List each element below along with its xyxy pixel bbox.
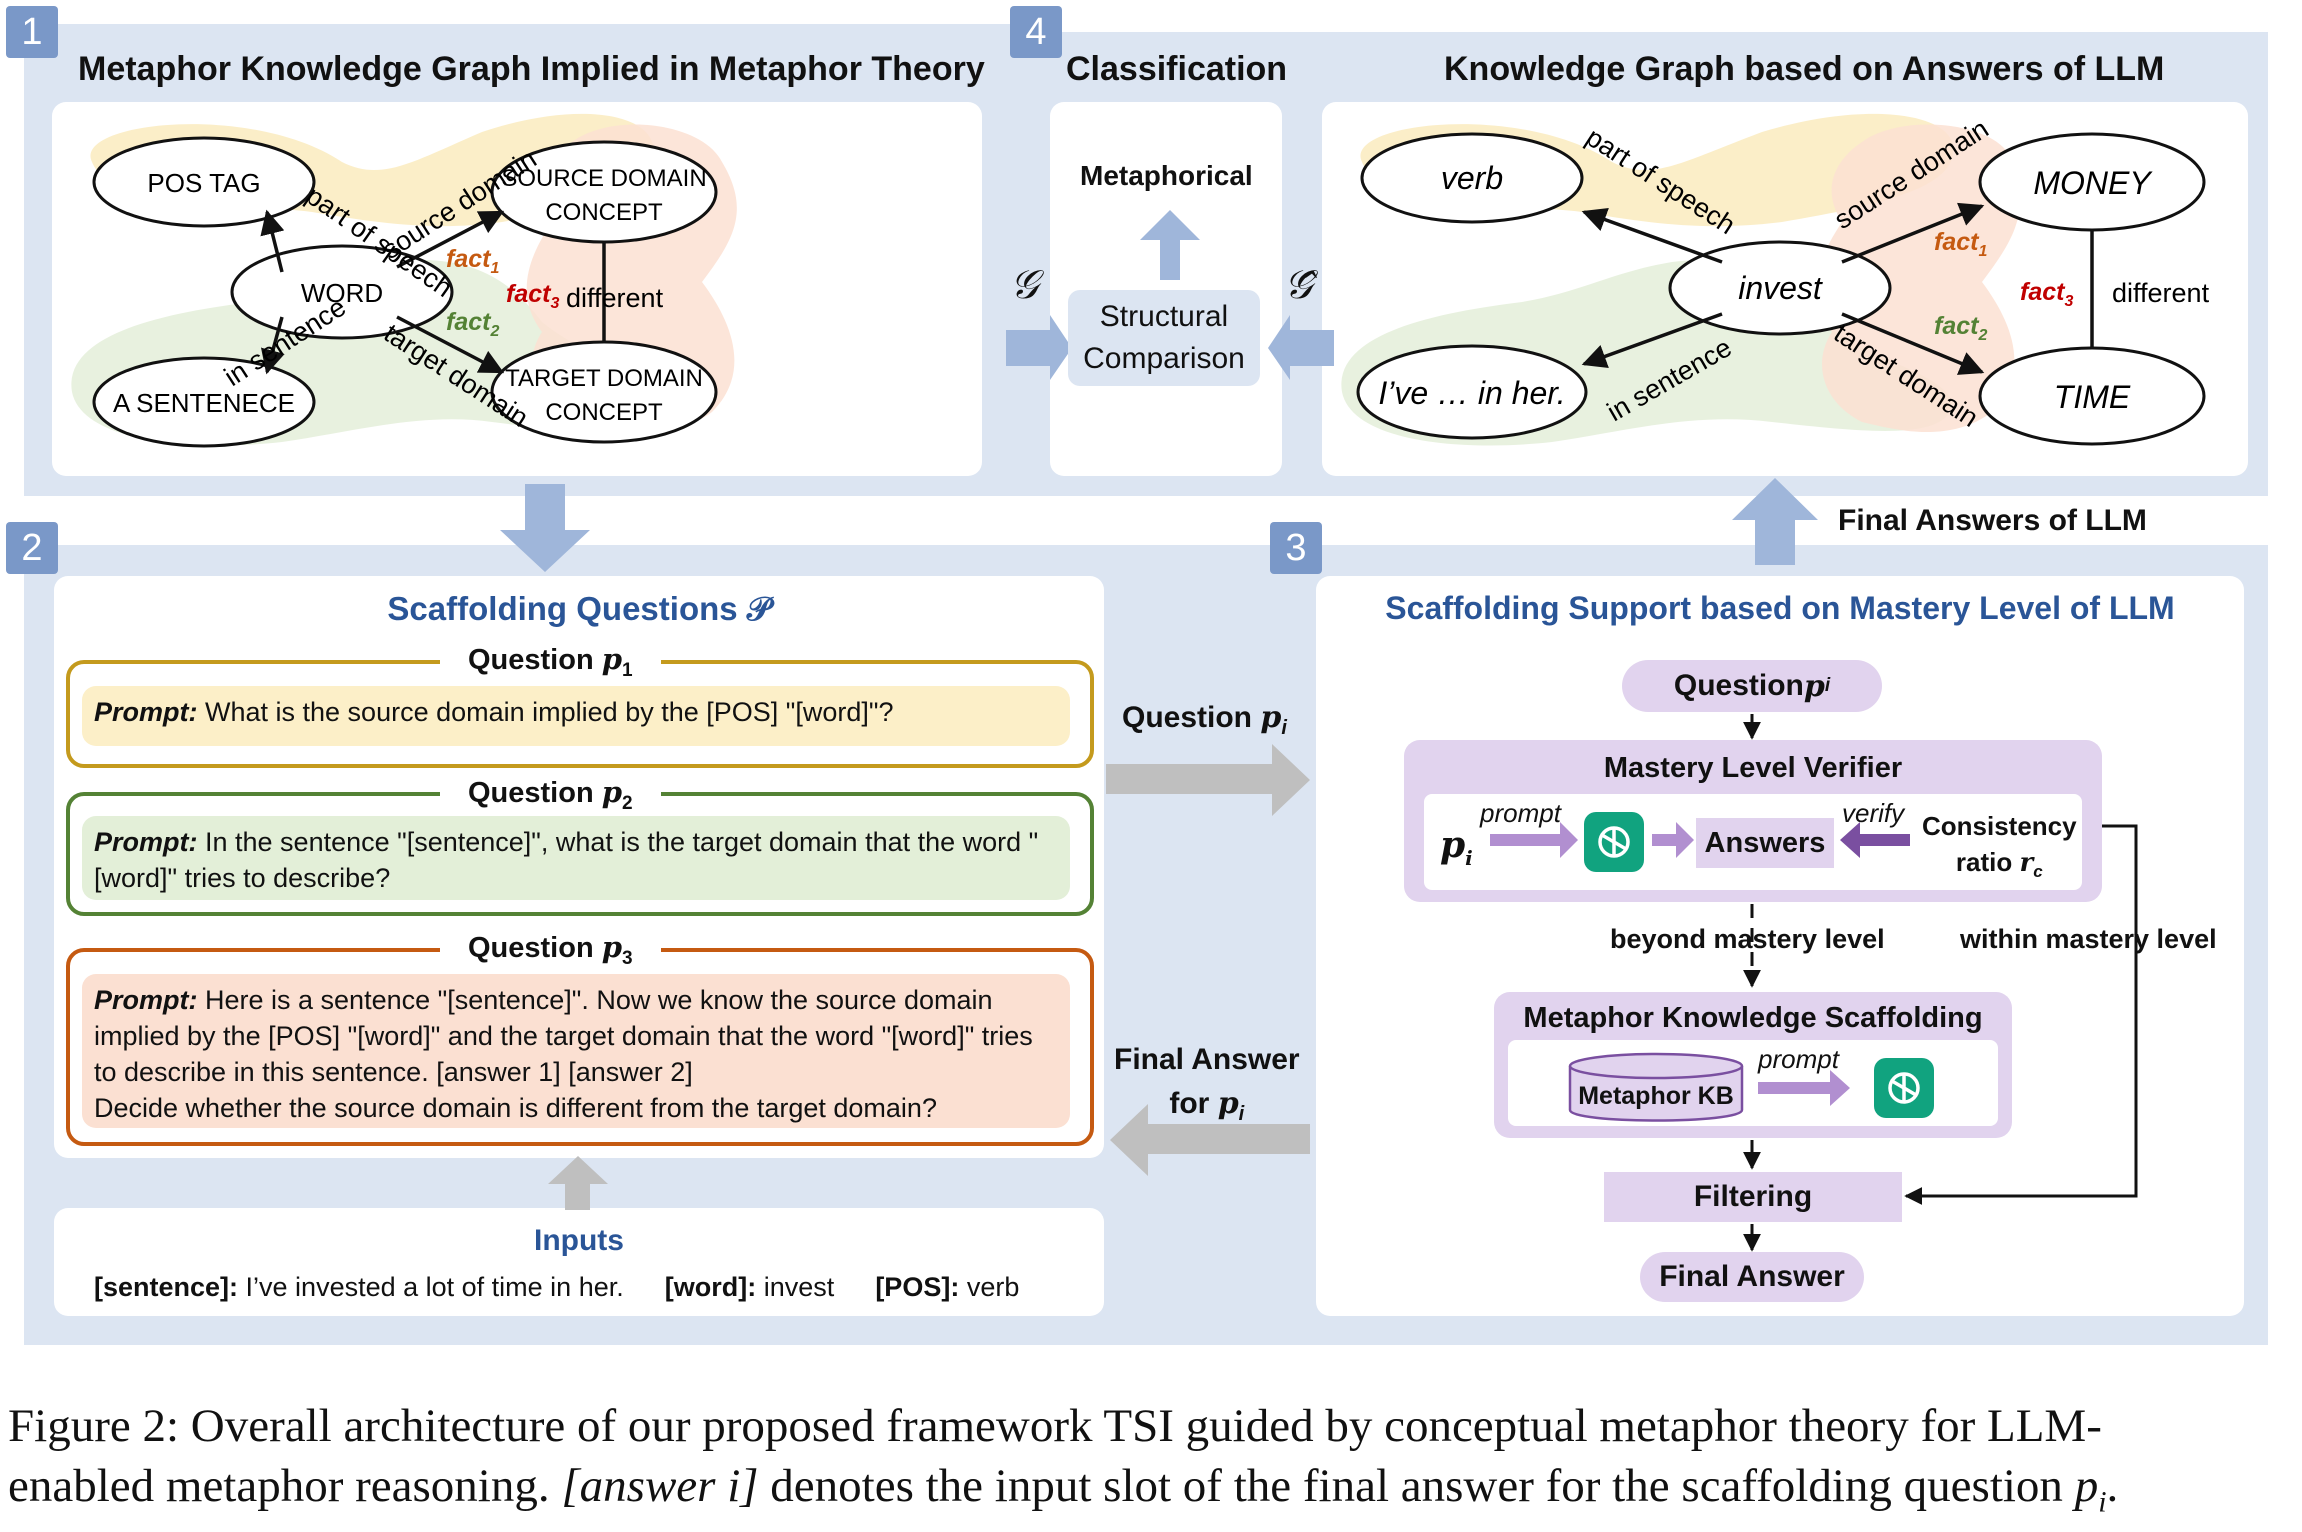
structural-line-2: Comparison	[1083, 342, 1245, 375]
inputs-row: [sentence]: I’ve invested a lot of time …	[94, 1272, 1020, 1302]
figure-caption: Figure 2: Overall architecture of our pr…	[8, 1396, 2298, 1532]
svg-text:TIME: TIME	[2054, 379, 2131, 415]
metaphor-kb-label: Metaphor KB	[1578, 1082, 1734, 1110]
svg-text:TARGET DOMAIN: TARGET DOMAIN	[505, 365, 703, 392]
up-arrow-to-metaphorical	[1140, 210, 1200, 280]
svg-text:fact2: fact2	[1934, 312, 1987, 344]
down-arrow-panel1-to-panel2	[500, 484, 590, 572]
inputs-up-arrow	[548, 1156, 608, 1210]
pi-symbol: pi	[1440, 824, 1473, 871]
consistency-ratio-label: Consistency ratio rc	[1922, 811, 2077, 882]
mastery-verifier-title: Mastery Level Verifier	[1603, 752, 1903, 784]
final-answer-pill: Final Answer	[1640, 1252, 1864, 1302]
metaphorical-label: Metaphorical	[1080, 160, 1253, 191]
svg-text:fact3: fact3	[2020, 278, 2073, 310]
svg-text:fact2: fact2	[446, 308, 499, 340]
metaphor-kb-cylinder	[1568, 1052, 1744, 1122]
classification-box	[1050, 102, 1282, 476]
svg-text:WORD: WORD	[301, 278, 383, 308]
panel-1-badge: 1	[6, 6, 58, 58]
inputs-box	[54, 1208, 1104, 1316]
svg-text:SOURCE DOMAIN: SOURCE DOMAIN	[501, 165, 706, 192]
svg-text:CONCEPT: CONCEPT	[545, 199, 663, 226]
question-pi-arrow	[1106, 744, 1310, 816]
svg-text:verb: verb	[1441, 160, 1503, 196]
caption-line-2: enabled metaphor reasoning. [answer i] d…	[8, 1460, 2119, 1519]
panel-2-badge: 2	[6, 522, 58, 574]
svg-text:different: different	[2112, 278, 2210, 308]
svg-text:invest: invest	[1738, 270, 1823, 306]
svg-text:MONEY: MONEY	[2033, 165, 2153, 201]
answers-box: Answers	[1696, 818, 1834, 868]
prompt-label-2: prompt	[1758, 1044, 1839, 1074]
final-answers-of-llm-label: Final Answers of LLM	[1838, 504, 2147, 537]
panel-1-graph: POS TAG WORD A SENTENECE SOURCE DOMAIN C…	[71, 113, 737, 448]
chatgpt-icon	[1584, 812, 1644, 872]
g-symbol: 𝒢	[1010, 262, 1039, 308]
svg-text:I’ve … in her.: I’ve … in her.	[1378, 375, 1565, 411]
verify-label: verify	[1842, 798, 1905, 828]
word-node	[230, 244, 454, 340]
svg-text:A SENTENECE: A SENTENECE	[113, 388, 295, 418]
question-1-label: Question p1	[440, 642, 661, 682]
filtering-box: Filtering	[1604, 1172, 1902, 1222]
sentence-node	[92, 356, 316, 448]
up-arrow-final-answers	[1732, 478, 1818, 565]
llm-graph-title: Knowledge Graph based on Answers of LLM	[1444, 50, 2165, 88]
invest-node	[1668, 240, 1892, 336]
panel-4-badge: 4	[1010, 6, 1062, 58]
structural-comparison-box: Structural Comparison	[1068, 290, 1260, 386]
beyond-mastery-label: beyond mastery level	[1610, 924, 1885, 954]
structural-line-1: Structural	[1099, 300, 1229, 333]
classification-title: Classification	[1066, 50, 1288, 88]
question-2-label: Question p2	[440, 775, 661, 815]
verb-node	[1360, 132, 1584, 224]
chatgpt-icon-2	[1874, 1058, 1934, 1118]
inputs-title: Inputs	[534, 1224, 624, 1257]
final-answer-for-pi-label: Final Answer for pi	[1114, 1043, 1300, 1125]
g-hat-arrow	[1268, 315, 1334, 380]
svg-text:CONCEPT: CONCEPT	[545, 399, 663, 426]
g-hat-symbol: 𝒢̂	[1284, 262, 1313, 308]
question-3-label: Question p3	[440, 930, 661, 970]
within-mastery-label: within mastery level	[1960, 924, 2217, 954]
question-3-prompt: Prompt: Here is a sentence "[sentence]".…	[82, 974, 1070, 1128]
svg-text:fact3: fact3	[506, 280, 559, 312]
g-arrow	[1006, 315, 1072, 380]
question-2-prompt: Prompt: In the sentence "[sentence]", wh…	[82, 816, 1070, 900]
final-answer-arrow	[1110, 1104, 1310, 1176]
svg-text:fact1: fact1	[446, 245, 499, 277]
llm-sentence-node	[1356, 344, 1588, 440]
question-1-prompt: Prompt: What is the source domain implie…	[82, 686, 1070, 746]
classification-arrows	[1006, 210, 1334, 380]
pos-tag-node	[92, 136, 316, 228]
panel-3-badge: 3	[1270, 522, 1322, 574]
caption-line-1: Figure 2: Overall architecture of our pr…	[8, 1400, 2102, 1452]
svg-text:fact1: fact1	[1934, 228, 1987, 260]
knowledge-scaffolding-title: Metaphor Knowledge Scaffolding	[1523, 1002, 1983, 1034]
question-pi-label: Question pi	[1122, 700, 1287, 739]
panel-1-title: Metaphor Knowledge Graph Implied in Meta…	[78, 50, 985, 88]
llm-graph: verb invest I’ve … in her. MONEY TIME pa…	[1341, 113, 2210, 446]
svg-text:POS TAG: POS TAG	[147, 168, 260, 198]
scaffolding-questions-title: Scaffolding Questions 𝒫	[387, 590, 771, 627]
prompt-label: prompt	[1480, 798, 1561, 828]
scaffolding-support-title: Scaffolding Support based on Mastery Lev…	[1385, 590, 2175, 626]
svg-text:different: different	[566, 283, 664, 313]
